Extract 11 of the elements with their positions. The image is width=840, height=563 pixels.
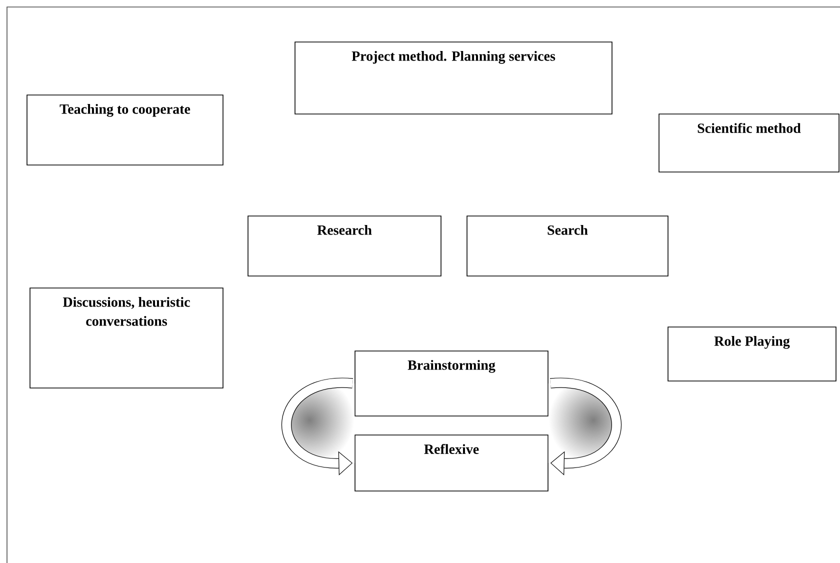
method-box: Role Playing [668, 326, 836, 382]
method-box: Brainstorming [354, 350, 548, 416]
method-box: Project method. Planning services [294, 42, 612, 114]
curved-arrow [282, 378, 353, 476]
method-box: Research [248, 216, 442, 276]
method-box: Scientific method [658, 114, 840, 172]
method-box: Reflexive [354, 434, 548, 492]
curved-arrow [550, 378, 622, 476]
method-box: Discussions, heuristic conversations [30, 288, 224, 388]
method-box: Teaching to cooperate [26, 94, 224, 166]
method-box: Search [466, 216, 668, 276]
